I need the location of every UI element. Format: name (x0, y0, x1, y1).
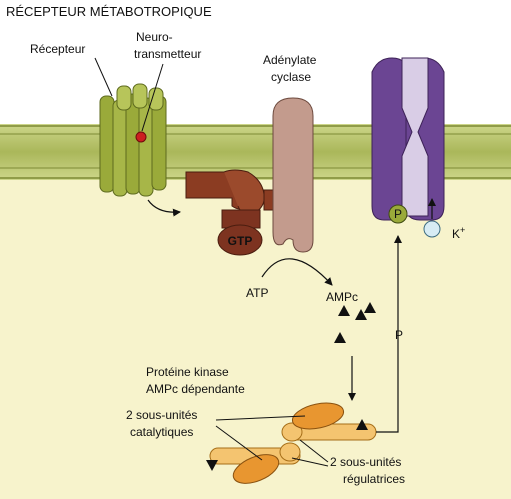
receptor-pointer (94, 57, 113, 97)
atp-label: ATP (246, 286, 268, 300)
atp-to-ampc-arrow (261, 258, 333, 286)
catalytic-subunit-top (291, 402, 345, 430)
regulatory-pointer-2 (291, 457, 329, 467)
protein-kinase-label-line1: Protéine kinase (146, 365, 229, 379)
gtp-label: GTP (228, 234, 253, 248)
ampc-molecules (334, 302, 376, 343)
phosphate-group (388, 204, 408, 224)
ampc-label: AMPc (326, 290, 358, 304)
neurotransmitter-molecule (135, 131, 147, 143)
adenylate-label-line2: cyclase (271, 70, 311, 84)
catalytic-pointer-2 (215, 425, 263, 461)
neurotransmitter-pointer (141, 63, 164, 132)
protein-kinase-complex (206, 402, 377, 484)
catalytic-pointer-1 (215, 415, 306, 421)
neurotransmitter-label-line2: transmetteur (134, 47, 201, 61)
regulatory-label-line1: 2 sous-unités (330, 455, 401, 469)
adenylate-cyclase (272, 97, 314, 253)
protein-kinase-label-line2: AMPc dépendante (146, 382, 245, 396)
phosphate-label: P (394, 207, 402, 221)
potassium-channel: P K+ (371, 57, 465, 241)
adenylate-label-line1: Adénylate (263, 53, 317, 67)
gtp-blob (217, 224, 263, 256)
regulatory-label-line2: régulatrices (343, 472, 405, 486)
neurotransmitter-label-line1: Neuro- (136, 30, 173, 44)
potassium-ion (423, 220, 441, 238)
catalytic-label-line1: 2 sous-unités (126, 408, 197, 422)
receptor-to-gprotein-arrow (147, 199, 181, 217)
phosphorylation-label: P (395, 328, 403, 342)
diagram-title: RÉCEPTEUR MÉTABOTROPIQUE (6, 4, 212, 19)
receptor-label: Récepteur (30, 42, 85, 56)
receptor-protein (99, 83, 167, 197)
catalytic-subunit-bottom (232, 454, 280, 484)
catalytic-label-line2: catalytiques (130, 425, 193, 439)
potassium-label: K+ (452, 225, 465, 241)
regulatory-pointer-1 (299, 439, 329, 463)
kinase-to-channel-line (376, 235, 402, 433)
